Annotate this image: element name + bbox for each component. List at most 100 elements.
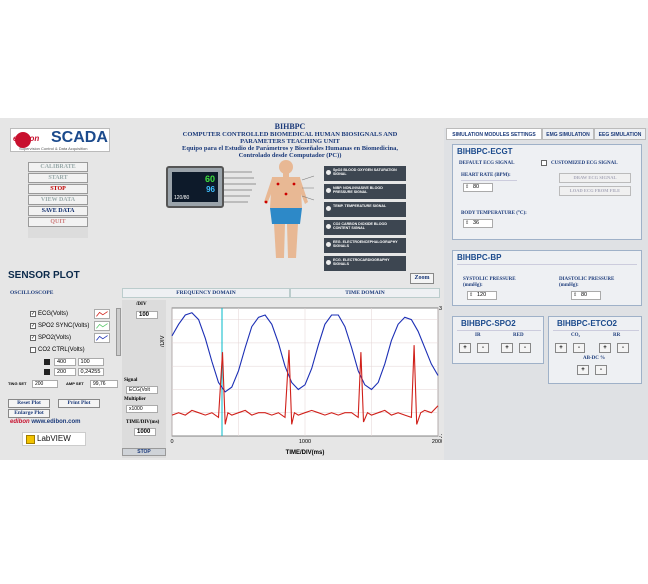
y-axis-label: /DIV (160, 335, 166, 347)
signal-dot-icon (326, 242, 331, 247)
x-tick-label: 0 (170, 439, 173, 445)
channel-color-swatch[interactable] (94, 333, 110, 343)
co2-plus-button[interactable]: + (555, 343, 567, 353)
channel-checkbox[interactable] (30, 347, 36, 353)
load-ecg-button[interactable]: LOAD ECG FROM FILE (559, 186, 631, 196)
range-value-a: 200 (54, 367, 76, 376)
right-settings-panel: SIMULATION MODULES SETTINGS EMG SIMULATI… (444, 128, 648, 460)
edibon-scada-logo: edibon SCADA Supervision Control & Data … (10, 128, 110, 152)
rr-minus-button[interactable]: - (617, 343, 629, 353)
channel-checkbox[interactable]: ✓ (30, 335, 36, 341)
axis-ticks: 0100020003,5-2 (170, 306, 442, 445)
zoom-button[interactable]: Zoom (410, 273, 434, 284)
spinner-icon: ⇕ (465, 184, 470, 190)
signal-item: TEMP. TEMPERATURE SIGNAL (324, 202, 406, 217)
ecgt-section: BIHBPC-ECGT DEFAULT ECG SIGNAL CUSTOMIZE… (452, 144, 642, 240)
print-plot-button[interactable]: Print Plot (58, 399, 100, 408)
tab-simulation-modules[interactable]: SIMULATION MODULES SETTINGS (446, 128, 542, 140)
view-data-button[interactable]: VIEW DATA (28, 195, 88, 205)
signal-item: NIBP. NON-INVASIVE BLOOD PRESSURE SIGNAL (324, 184, 406, 199)
tab-time-domain[interactable]: TIME DOMAIN (290, 288, 440, 298)
y-tick-label: 3,5 (439, 306, 442, 312)
amp-set-value[interactable]: 99,76 (90, 380, 118, 388)
signal-label: CO2 CARBON DIOXIDE BLOOD CONTENT SIGNAL (333, 222, 387, 231)
ecgt-title: BIHBPC-ECGT (457, 147, 513, 156)
enlarge-plot-button[interactable]: Enlarge Plot (8, 409, 50, 418)
multiplier-select[interactable]: x1000 (126, 405, 158, 413)
channel-color-swatch[interactable] (94, 309, 110, 319)
vdiv-input[interactable]: 100 (136, 311, 158, 319)
signal-label: SpO2 BLOOD OXYGEN SATURATION SIGNAL (333, 168, 397, 177)
signal-item: SpO2 BLOOD OXYGEN SATURATION SIGNAL (324, 166, 406, 181)
heart-rate-label: HEART RATE (BPM): (461, 173, 511, 178)
red-label: RED (513, 333, 524, 338)
diastolic-input[interactable]: ⇕80 (571, 291, 601, 300)
range-value-a: 400 (54, 357, 76, 366)
channel-color-swatch[interactable] (94, 321, 110, 331)
y-tick-label: -2 (439, 434, 442, 440)
title-code: BIHBPC (274, 122, 306, 131)
title-line-1: COMPUTER CONTROLLED BIOMEDICAL HUMAN BIO… (182, 131, 398, 138)
amp-set-label: AMP SET (66, 381, 84, 386)
tab-frequency-domain[interactable]: FREQUENCY DOMAIN (122, 288, 290, 298)
plot-stop-button[interactable]: STOP (122, 448, 166, 456)
range-row: 400 100 (44, 357, 120, 367)
channel-item[interactable]: ✓SPO2(Volts) (30, 332, 122, 344)
rr-plus-button[interactable]: + (599, 343, 611, 353)
signal-dot-icon (326, 224, 331, 229)
monitor-screen: 60 96 120/80 (172, 172, 218, 202)
monitor-value-bp: 120/80 (174, 195, 190, 201)
range-swatch (44, 358, 50, 365)
spinner-icon: ⇕ (573, 292, 578, 298)
custom-ecg-checkbox[interactable] (541, 160, 547, 166)
ir-minus-button[interactable]: - (477, 343, 489, 353)
calibrate-button[interactable]: CALIBRATE (28, 162, 88, 172)
co2-minus-button[interactable]: - (573, 343, 585, 353)
draw-ecg-button[interactable]: DRAW ECG SIGNAL (559, 173, 631, 183)
channel-item[interactable]: ✓SPO2 SYNC(Volts) (30, 320, 122, 332)
signal-select[interactable]: ECG(Volt (126, 386, 158, 394)
channel-item[interactable]: CO2 CTRL(Volts) (30, 344, 122, 356)
title-line-2: PARAMETERS TEACHING UNIT (240, 138, 340, 145)
series-group (171, 312, 439, 425)
rr-label: RR (613, 333, 621, 338)
systolic-input[interactable]: ⇕120 (467, 291, 497, 300)
ir-plus-button[interactable]: + (459, 343, 471, 353)
save-data-button[interactable]: SAVE DATA (28, 206, 88, 216)
abdc-plus-button[interactable]: + (577, 365, 589, 375)
channel-checkbox[interactable]: ✓ (30, 323, 36, 329)
etco2-section: BIHBPC-ETCO2 CO₂ RR + - + - AB-DC % + - (548, 316, 642, 384)
signal-item: CO2 CARBON DIOXIDE BLOOD CONTENT SIGNAL (324, 220, 406, 235)
range-value-b: 0,24255 (77, 367, 104, 376)
tab-emg-simulation[interactable]: EMG SIMULATION (542, 128, 594, 140)
body-temp-input[interactable]: ⇕36 (463, 219, 493, 228)
red-minus-button[interactable]: - (519, 343, 531, 353)
tab-oscilloscope[interactable]: OSCILLOSCOPE (10, 290, 54, 296)
co2-label: CO₂ (571, 333, 580, 338)
timediv-input[interactable]: 1000 (134, 428, 156, 436)
ting-set-value[interactable]: 200 (32, 380, 58, 388)
patient-monitor-image: 60 96 120/80 (166, 166, 224, 208)
stop-button[interactable]: STOP (28, 184, 88, 194)
heart-rate-input[interactable]: ⇕80 (463, 183, 493, 192)
channel-label: SPO2(Volts) (38, 335, 72, 341)
channel-item[interactable]: ✓ECG(Volts) (30, 308, 122, 320)
range-swatch (44, 368, 50, 375)
tab-eeg-simulation[interactable]: EEG SIMULATION (594, 128, 646, 140)
channel-checkbox[interactable]: ✓ (30, 311, 36, 317)
body-temp-value: 36 (473, 220, 480, 226)
bp-section: BIHBPC-BP SYSTOLIC PRESSURE (mmHg): ⇕120… (452, 250, 642, 306)
heart-rate-value: 80 (473, 184, 480, 190)
labview-text: LabVIEW (37, 434, 71, 443)
quit-button[interactable]: QUIT (28, 217, 88, 227)
reset-plot-button[interactable]: Reset Plot (8, 399, 50, 408)
abdc-minus-button[interactable]: - (595, 365, 607, 375)
default-ecg-radio[interactable]: DEFAULT ECG SIGNAL (459, 161, 515, 166)
signal-label: ECG. ELECTROCARDIOGRAPHY SIGNALS (333, 258, 390, 267)
series-line-1 (171, 312, 439, 393)
channel-list-scrollbar[interactable] (116, 308, 121, 356)
control-panel: CALIBRATE START STOP VIEW DATA SAVE DATA… (28, 162, 88, 238)
start-button[interactable]: START (28, 173, 88, 183)
red-plus-button[interactable]: + (501, 343, 513, 353)
spo2-title: BIHBPC-SPO2 (461, 319, 516, 328)
